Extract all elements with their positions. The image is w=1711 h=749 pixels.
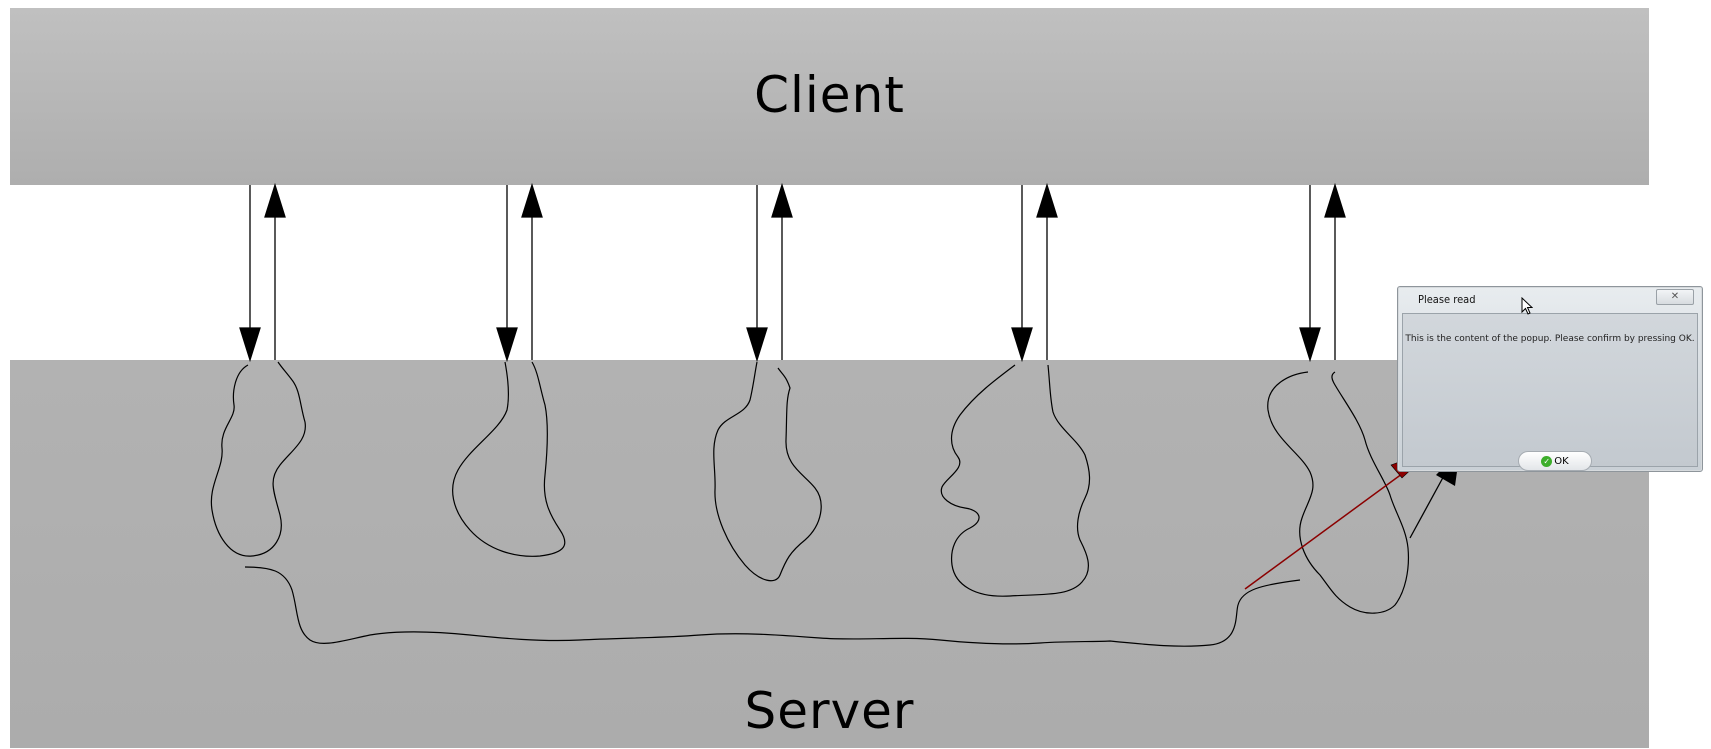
blob-4	[940, 364, 1091, 597]
popup-content: This is the content of the popup. Please…	[1402, 313, 1698, 471]
ok-button[interactable]: ✓ OK	[1518, 451, 1592, 471]
close-button[interactable]: ✕	[1656, 289, 1694, 305]
client-label: Client	[754, 66, 905, 124]
blob-3	[713, 361, 822, 582]
ok-label: OK	[1554, 455, 1569, 467]
arrow-pair-4	[1011, 182, 1058, 363]
blob-5	[1267, 371, 1410, 614]
checkmark-icon: ✓	[1541, 455, 1553, 467]
close-icon: ✕	[1670, 291, 1680, 302]
blob-1	[210, 361, 306, 557]
server-label: Server	[744, 682, 915, 740]
popup-title: Please read	[1418, 293, 1476, 306]
popup-dialog: Please read ✕ This is the content of the…	[1397, 286, 1703, 472]
arrow-pair-2	[496, 182, 543, 363]
mouse-cursor-icon	[1521, 297, 1533, 315]
server-band: Server	[10, 360, 1649, 748]
blob-2	[452, 361, 566, 557]
popup-message: This is the content of the popup. Please…	[1405, 334, 1695, 344]
arrow-pair-3	[746, 182, 793, 363]
arrow-pair-1	[239, 182, 286, 363]
client-band: Client	[10, 8, 1649, 185]
connector-line	[244, 566, 1301, 647]
arrow-pair-5	[1299, 182, 1346, 363]
